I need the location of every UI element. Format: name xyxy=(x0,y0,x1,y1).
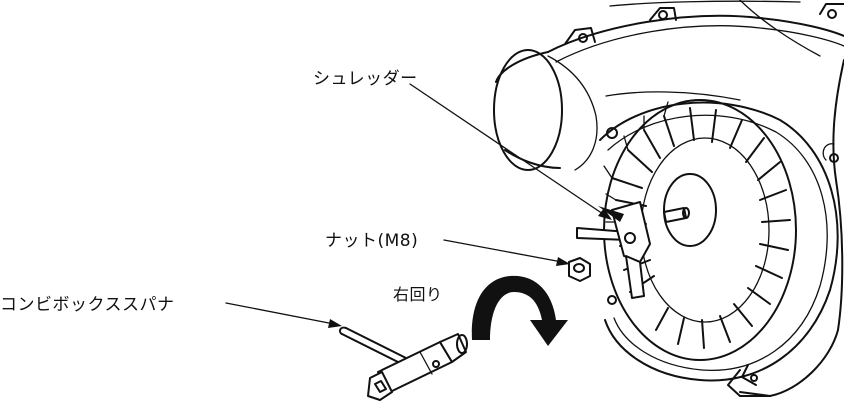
leader-lines xyxy=(225,83,612,328)
wrench-leader xyxy=(225,302,335,325)
nut-leader xyxy=(443,239,563,263)
shredder-label: シュレッダー xyxy=(313,69,418,89)
shredder-blade xyxy=(576,201,651,299)
rotation-arrow xyxy=(471,275,568,346)
shredder-leader xyxy=(409,83,607,217)
rotation-label: 右回り xyxy=(393,285,443,304)
nut-m8 xyxy=(568,257,591,282)
combination-box-wrench xyxy=(338,326,468,401)
wrench-label: コンビボックススパナ xyxy=(0,295,175,315)
nut-label: ナット(M8) xyxy=(325,231,419,251)
